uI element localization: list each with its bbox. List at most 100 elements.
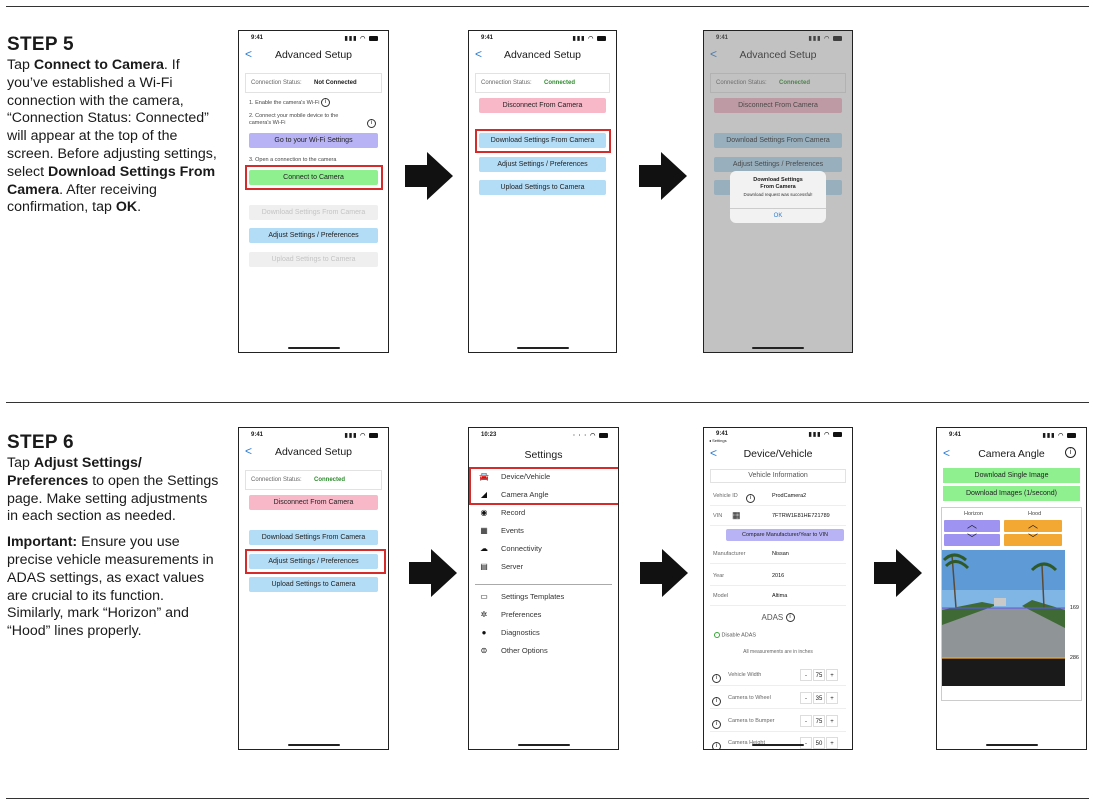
year-value[interactable]: 2016 xyxy=(772,573,785,579)
hint-connect-device: 2. Connect your mobile device to the cam… xyxy=(249,113,339,126)
measurement-value[interactable]: 35 xyxy=(813,692,825,704)
info-icon[interactable]: i xyxy=(320,98,330,107)
hint-enable-wifi: 1. Enable the camera's Wi-Fi i xyxy=(249,98,330,107)
disconnect-camera-button[interactable]: Disconnect From Camera xyxy=(479,98,606,113)
signal-wifi-battery-icon: ▮▮▮ ◠ xyxy=(1043,432,1076,439)
info-icon[interactable]: i xyxy=(712,693,721,711)
settings-item-diagnostics[interactable]: ●Diagnostics xyxy=(479,626,612,640)
info-icon[interactable]: i xyxy=(1065,447,1076,458)
measurement-value[interactable]: 75 xyxy=(813,715,825,727)
home-indicator xyxy=(516,347,569,349)
nav-bar: < Advanced Setup xyxy=(239,443,388,463)
measurement-value[interactable]: 50 xyxy=(813,737,825,749)
connect-camera-button[interactable]: Connect to Camera xyxy=(249,170,378,185)
info-icon[interactable]: i xyxy=(367,115,376,133)
connection-status-box: Connection Status: Connected xyxy=(710,73,846,93)
connection-status-label: Connection Status: xyxy=(251,80,302,86)
manufacturer-value[interactable]: Nissan xyxy=(772,551,789,557)
increment-button[interactable]: + xyxy=(826,737,838,749)
step5-title: STEP 5 xyxy=(7,34,74,55)
compare-vin-button[interactable]: Compare Manufacturer/Year to VIN xyxy=(726,529,844,541)
download-settings-button[interactable]: Download Settings From Camera xyxy=(479,133,606,148)
info-icon[interactable]: i xyxy=(712,738,721,749)
measurement-value[interactable]: 75 xyxy=(813,669,825,681)
info-icon[interactable]: i xyxy=(746,490,755,508)
download-settings-button-disabled: Download Settings From Camera xyxy=(249,205,378,220)
phone-advanced-setup-disconnected: 9:41▮▮▮ ◠ < Advanced Setup Connection St… xyxy=(238,30,389,353)
decrement-button[interactable]: - xyxy=(800,692,812,704)
highlight-box xyxy=(469,467,618,505)
disconnect-camera-button[interactable]: Disconnect From Camera xyxy=(714,98,842,113)
hood-down-button[interactable]: ﹀ xyxy=(1004,534,1062,546)
back-chevron-icon[interactable]: < xyxy=(475,47,483,61)
download-single-image-button[interactable]: Download Single Image xyxy=(943,468,1080,483)
back-chevron-icon[interactable]: < xyxy=(710,47,718,61)
settings-item-camera-angle[interactable]: ◢Camera Angle xyxy=(479,488,612,502)
increment-button[interactable]: + xyxy=(826,692,838,704)
alert-message: Download request was successful! xyxy=(743,192,813,197)
adjust-settings-button[interactable]: Adjust Settings / Preferences xyxy=(249,228,378,243)
info-icon[interactable]: i xyxy=(785,613,795,623)
disconnect-camera-button[interactable]: Disconnect From Camera xyxy=(249,495,378,510)
horizon-down-button[interactable]: ﹀ xyxy=(944,534,1000,546)
settings-item-connectivity[interactable]: ☁Connectivity xyxy=(479,542,612,556)
settings-item-other-options[interactable]: ⊜Other Options xyxy=(479,644,612,658)
step5-text-1: Tap xyxy=(7,57,34,73)
middle-rule xyxy=(6,402,1089,403)
adjust-settings-button[interactable]: Adjust Settings / Preferences xyxy=(249,554,378,569)
info-icon[interactable]: i xyxy=(712,670,721,688)
model-value[interactable]: Altima xyxy=(772,593,788,599)
adjust-settings-button[interactable]: Adjust Settings / Preferences xyxy=(714,157,842,172)
info-filled-icon: ● xyxy=(481,628,487,637)
horizon-up-button[interactable]: ︿ xyxy=(944,520,1000,532)
alert-ok-button[interactable]: OK xyxy=(730,208,826,223)
disable-adas-toggle[interactable]: Disable ADAS xyxy=(714,632,756,638)
clock: 9:41 xyxy=(949,432,962,438)
vehicle-id-value[interactable]: ProdCamera2 xyxy=(772,493,807,499)
settings-item-templates[interactable]: ▭Settings Templates xyxy=(479,590,612,604)
back-to-settings-link[interactable]: ◂ Settings xyxy=(709,438,727,443)
top-rule xyxy=(6,6,1089,7)
home-indicator xyxy=(287,347,340,349)
settings-item-label: Events xyxy=(501,526,524,535)
barcode-scan-icon[interactable]: ▦ xyxy=(732,510,741,520)
arrow-right-icon xyxy=(405,152,453,200)
settings-item-label: Connectivity xyxy=(501,544,542,553)
info-icon[interactable]: i xyxy=(712,716,721,734)
measurement-stepper: -50+ xyxy=(799,737,838,749)
settings-item-device-vehicle[interactable]: 🚘Device/Vehicle xyxy=(479,470,612,484)
nav-bar: < Advanced Setup xyxy=(704,46,852,66)
vin-value[interactable]: 7FTRW1E81HE721789 xyxy=(772,513,830,519)
signal-wifi-battery-icon: ▮▮▮ ◠ xyxy=(809,35,842,42)
back-chevron-icon[interactable]: < xyxy=(245,47,253,61)
download-images-button[interactable]: Download Images (1/second) xyxy=(943,486,1080,501)
increment-button[interactable]: + xyxy=(826,669,838,681)
upload-settings-button[interactable]: Upload Settings to Camera xyxy=(479,180,606,195)
adjust-settings-button[interactable]: Adjust Settings / Preferences xyxy=(479,157,606,172)
decrement-button[interactable]: - xyxy=(800,737,812,749)
download-settings-button[interactable]: Download Settings From Camera xyxy=(714,133,842,148)
signal-wifi-battery-icon: ▮▮▮ ◠ xyxy=(809,431,842,438)
hood-value: 286 xyxy=(1069,655,1079,661)
settings-item-record[interactable]: ◉Record xyxy=(479,506,612,520)
decrement-button[interactable]: - xyxy=(800,715,812,727)
status-bar: 10:23· · · ◠ xyxy=(481,432,608,442)
back-chevron-icon[interactable]: < xyxy=(710,446,718,460)
step6-paragraph-1: Tap Adjust Settings/ Preferences to open… xyxy=(7,455,222,526)
upload-settings-button[interactable]: Upload Settings to Camera xyxy=(249,577,378,592)
hood-up-button[interactable]: ︿ xyxy=(1004,520,1062,532)
increment-button[interactable]: + xyxy=(826,715,838,727)
decrement-button[interactable]: - xyxy=(800,669,812,681)
step6-text-3: Ensure you use precise vehicle measureme… xyxy=(7,534,214,640)
settings-item-preferences[interactable]: ✲Preferences xyxy=(479,608,612,622)
hood-label: Hood xyxy=(1028,511,1042,517)
vehicle-id-label: Vehicle ID xyxy=(713,493,738,499)
back-chevron-icon[interactable]: < xyxy=(943,446,951,460)
phone-settings: 10:23· · · ◠ Settings 🚘Device/Vehicle ◢C… xyxy=(468,427,619,750)
settings-item-server[interactable]: ▤Server xyxy=(479,560,612,574)
download-settings-button[interactable]: Download Settings From Camera xyxy=(249,530,378,545)
screen-title: Camera Angle xyxy=(978,448,1045,460)
back-chevron-icon[interactable]: < xyxy=(245,444,253,458)
wifi-settings-button[interactable]: Go to your Wi-Fi Settings xyxy=(249,133,378,148)
settings-item-events[interactable]: ▦Events xyxy=(479,524,612,538)
